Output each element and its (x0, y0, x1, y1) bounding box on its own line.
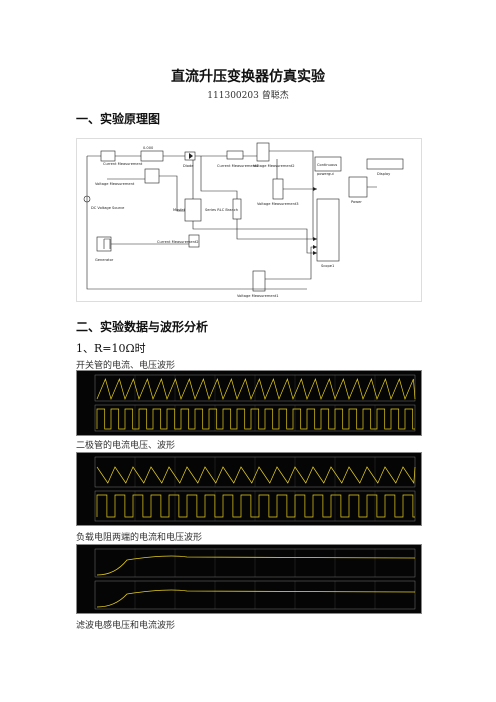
label-current-measurement2: Current Measurement2 (157, 240, 199, 244)
label-voltage-measurement3: Voltage Measurement3 (257, 202, 299, 206)
label-voltage-measurement: Voltage Measurement (95, 182, 135, 186)
scope-load-waveform (94, 548, 416, 610)
scope-diode-panel (76, 452, 422, 526)
label-current-measurement1: Current Measurement1 (217, 164, 259, 168)
label-generator: Generator (95, 258, 114, 262)
label-voltage-measurement1: Voltage Measurement1 (237, 294, 279, 298)
section-heading-data: 二、实验数据与波形分析 (76, 320, 209, 334)
caption-switch-waveform: 开关管的电流、电压波形 (76, 361, 176, 371)
display-small-value: 0.000 (143, 146, 154, 150)
caption-inductor-waveform: 滤波电感电压和电流波形 (76, 621, 176, 631)
scope-switch-waveform (94, 374, 416, 432)
simulink-schematic: Current Measurement 0.000 Voltage Measur… (76, 138, 422, 302)
label-dc-source: DC Voltage Source (91, 206, 125, 210)
caption-load-waveform: 负载电阻两端的电流和电压波形 (76, 533, 203, 543)
label-rlc-branch: Series RLC Branch (205, 208, 238, 212)
label-display: Display (377, 172, 391, 176)
section-heading-principle: 一、实验原理图 (76, 112, 161, 126)
author-line: 111300203 曾聪杰 (207, 91, 289, 101)
label-power: Power (351, 200, 362, 204)
label-continuous: Continuous (317, 163, 337, 167)
label-voltage-measurement2: Voltage Measurement2 (253, 164, 295, 168)
label-powergui: powergui (317, 172, 334, 176)
label-scope: Scope1 (321, 264, 334, 268)
document-title: 直流升压变换器仿真实验 (171, 69, 325, 85)
caption-diode-waveform: 二极管的电流电压、波形 (76, 441, 176, 451)
scope-load-panel (76, 544, 422, 614)
scope-diode-waveform (94, 456, 416, 522)
subsection-r10: 1、R=10Ω时 (76, 342, 146, 355)
scope-switch-panel (76, 370, 422, 436)
label-diode: Diode (183, 164, 194, 168)
label-mosfet: Mosfet (173, 208, 186, 212)
label-current-measurement: Current Measurement (103, 162, 143, 166)
